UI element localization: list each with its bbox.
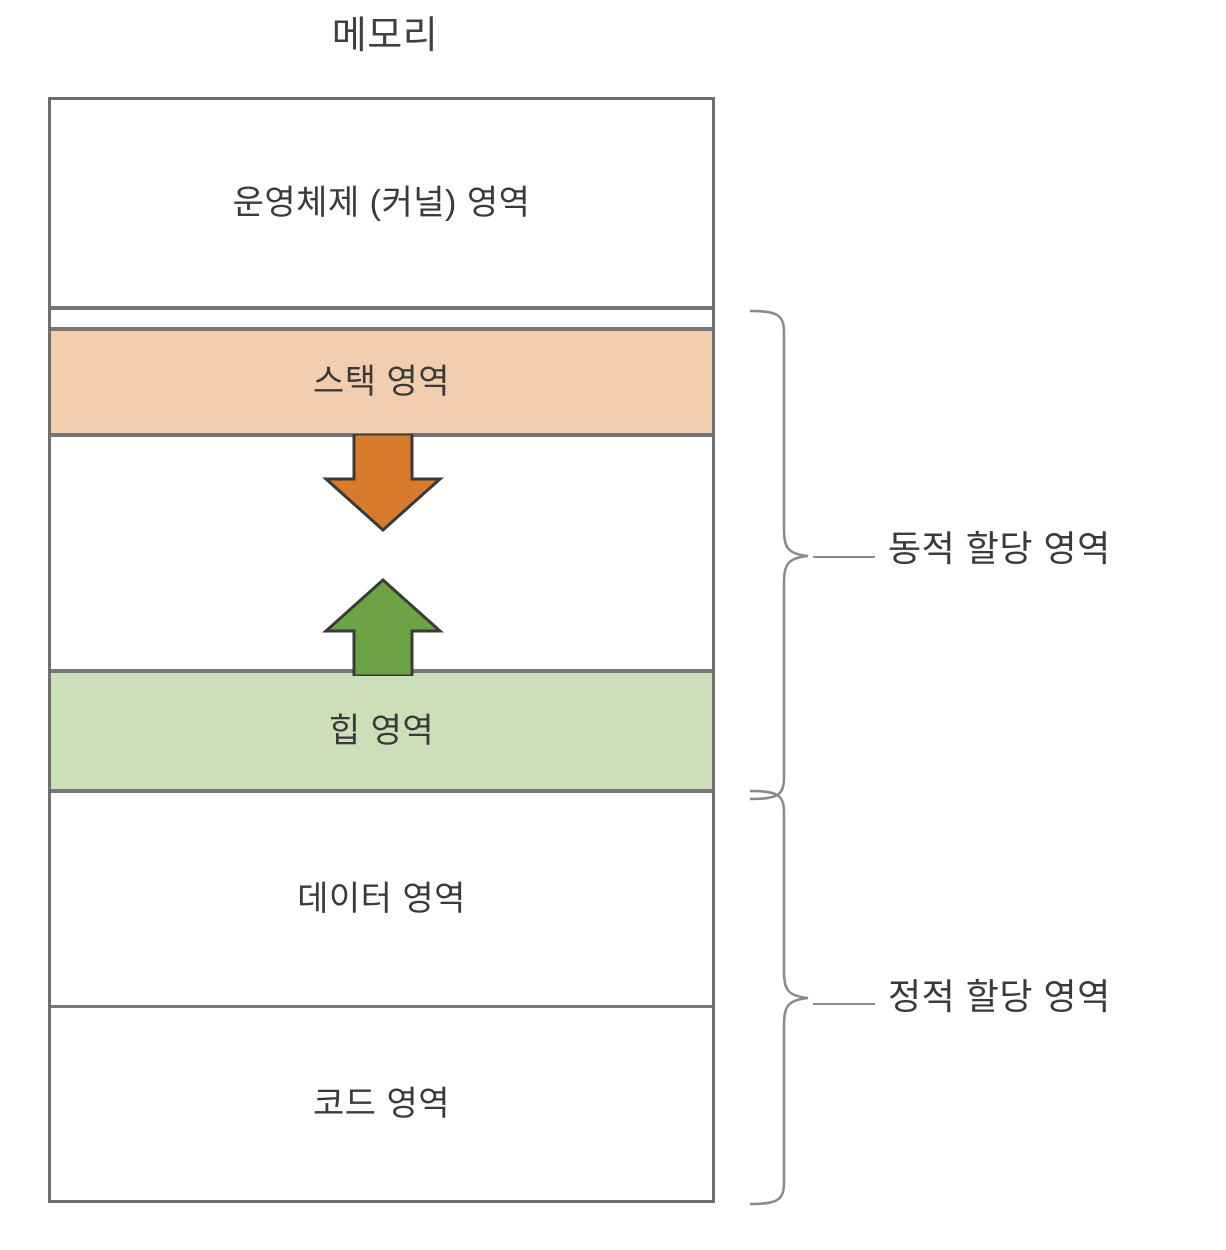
heap-growth-up-arrow [322, 578, 444, 676]
segment-heap: 힙 영역 [51, 673, 712, 793]
diagram-title: 메모리 [331, 15, 439, 57]
brace-dynamic-allocation [749, 309, 809, 801]
segment-stack: 스택 영역 [51, 331, 712, 437]
segment-code-label: 코드 영역 [312, 1085, 451, 1123]
segment-stack-label: 스택 영역 [312, 363, 451, 401]
stack-growth-down-arrow [322, 434, 444, 532]
segment-heap-label: 힙 영역 [328, 712, 435, 750]
brace-label-static-allocation: 정적 할당 영역 [888, 976, 1111, 1017]
leader-line-dynamic [813, 556, 875, 558]
segment-code: 코드 영역 [51, 1008, 712, 1200]
brace-label-dynamic-allocation: 동적 할당 영역 [888, 528, 1111, 569]
segment-kernel: 운영체제 (커널) 영역 [51, 100, 712, 310]
segment-gap [51, 310, 712, 331]
brace-static-allocation [749, 789, 809, 1206]
segment-kernel-label: 운영체제 (커널) 영역 [232, 184, 531, 222]
leader-line-static [813, 1003, 875, 1005]
memory-column: 운영체제 (커널) 영역 스택 영역 힙 영역 데이터 영역 코드 영역 [48, 97, 715, 1203]
segment-data-label: 데이터 영역 [297, 880, 466, 918]
segment-data: 데이터 영역 [51, 793, 712, 1008]
